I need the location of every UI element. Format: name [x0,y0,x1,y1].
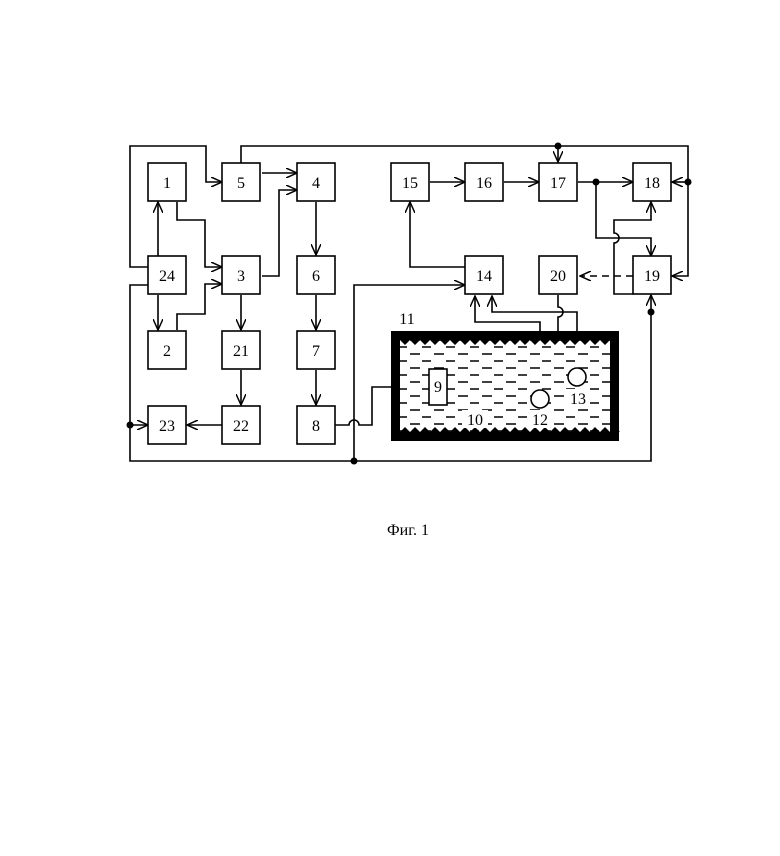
block-label: 20 [550,268,566,285]
block-label: 14 [476,268,492,285]
block-5: 5 [222,163,260,201]
block-label: 6 [312,268,320,285]
label-11: 11 [399,311,414,328]
block-16: 16 [465,163,503,201]
block-1: 1 [148,163,186,201]
block-label: 17 [550,175,566,192]
block-19: 19 [633,256,671,294]
block-label: 18 [644,175,660,192]
block-label: 16 [476,175,492,192]
block-15: 15 [391,163,429,201]
block-3: 3 [222,256,260,294]
block-label: 19 [644,268,660,285]
block-label: 8 [312,418,320,435]
block-label: 23 [159,418,175,435]
block-9: 9 [429,369,447,405]
label-12: 12 [532,412,548,429]
figure-caption: Фиг. 1 [387,522,429,539]
sensor-13 [568,368,586,386]
block-23: 23 [148,406,186,444]
sensor-12 [531,390,549,408]
block-4: 4 [297,163,335,201]
block-label: 5 [237,175,245,192]
block-17: 17 [539,163,577,201]
block-label: 9 [434,379,442,396]
block-label: 22 [233,418,249,435]
block-label: 24 [159,268,175,285]
block-6: 6 [297,256,335,294]
block-label: 2 [163,343,171,360]
label-10: 10 [467,412,483,429]
block-label: 1 [163,175,171,192]
label-13: 13 [570,391,586,408]
block-8: 8 [297,406,335,444]
block-7: 7 [297,331,335,369]
block-label: 15 [402,175,418,192]
block-14: 14 [465,256,503,294]
block-24: 24 [148,256,186,294]
block-22: 22 [222,406,260,444]
block-label: 3 [237,268,245,285]
block-21: 21 [222,331,260,369]
block-label: 21 [233,343,249,360]
block-label: 4 [312,175,320,192]
block-2: 2 [148,331,186,369]
block-label: 7 [312,343,320,360]
tank-11 [392,332,620,440]
block-18: 18 [633,163,671,201]
block-20: 20 [539,256,577,294]
